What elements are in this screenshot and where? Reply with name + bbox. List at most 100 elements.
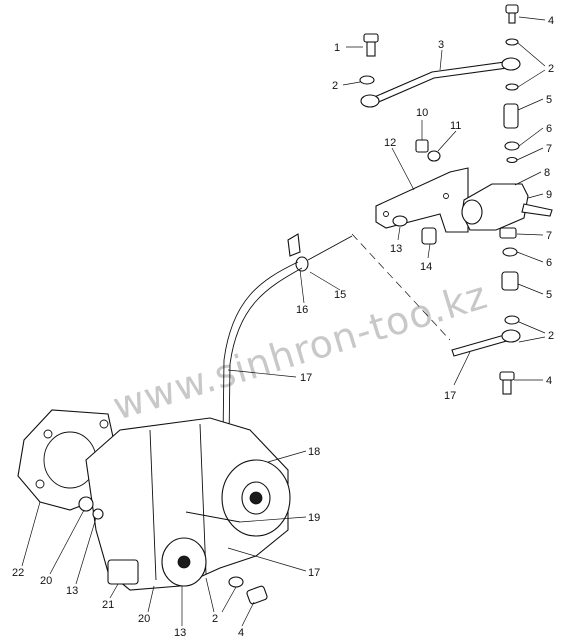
callout-7b: 7: [546, 230, 552, 242]
callout-3: 3: [438, 39, 444, 51]
bolt-4-top: [505, 4, 519, 24]
callout-13a: 13: [390, 243, 402, 255]
leader-17c: [227, 547, 307, 572]
watermark-text: www.sinhron-too.kz: [108, 273, 493, 429]
callout-17c: 17: [308, 567, 320, 579]
callout-19: 19: [308, 512, 320, 524]
gasket-hole-3: [35, 479, 45, 489]
banjo-bolt-1: [363, 33, 379, 57]
washer-6-top: [504, 141, 520, 151]
cable-end-rod: [307, 235, 353, 261]
leader-19: [239, 516, 307, 523]
callout-14: 14: [420, 261, 432, 273]
housing-seam-2: [199, 423, 207, 575]
leader-17a: [227, 369, 297, 378]
washer-13-bracket: [392, 215, 408, 227]
adapter-5-middle: [501, 271, 519, 291]
leader-6a: [518, 127, 544, 147]
callout-6a: 6: [546, 123, 552, 135]
leader-22: [21, 501, 41, 567]
cable-nut-15: [295, 256, 309, 272]
shaft-spline: [249, 491, 263, 505]
leader-13a: [397, 226, 401, 241]
callout-4a: 4: [548, 15, 554, 27]
callout-8: 8: [544, 167, 550, 179]
callout-7a: 7: [546, 143, 552, 155]
leader-20b: [147, 585, 155, 613]
centre-dash-line: [351, 233, 451, 341]
callout-16: 16: [296, 304, 308, 316]
callout-17a: 17: [300, 372, 312, 384]
leader-2a: [342, 81, 361, 86]
callout-2c: 2: [548, 63, 554, 75]
leader-7b: [516, 233, 544, 236]
washer-2-top-right-b: [505, 83, 519, 91]
adapter-21: [107, 559, 139, 585]
leader-21: [109, 583, 119, 599]
tube-3: [371, 61, 508, 105]
tube-17-lower: [451, 333, 511, 357]
leader-20a: [49, 509, 85, 575]
gasket-hole-2: [99, 419, 109, 429]
callout-22: 22: [12, 567, 24, 579]
leader-8: [514, 171, 542, 186]
leader-18: [267, 450, 307, 463]
rod-19: [185, 511, 241, 523]
callout-9: 9: [546, 189, 552, 201]
leader-17b: [453, 351, 471, 386]
washer-2-top-right-a: [505, 38, 519, 46]
gasket-hole-1: [43, 429, 53, 439]
washer-2-bottom: [228, 576, 244, 588]
leader-2d: [518, 321, 546, 343]
banjo-fitting-lower: [501, 329, 521, 343]
adapter-5-top: [503, 103, 519, 129]
leader-14: [427, 243, 431, 259]
leader-4a: [518, 16, 546, 21]
cable-16-inner: [227, 267, 303, 521]
callout-6b: 6: [546, 257, 552, 269]
callout-15: 15: [334, 289, 346, 301]
callout-17b: 17: [444, 390, 456, 402]
sleeve-14: [421, 227, 437, 245]
callout-21: 21: [102, 599, 114, 611]
leader-16: [299, 269, 305, 304]
leader-15: [309, 271, 341, 291]
leader-11: [437, 130, 457, 152]
nut-10: [415, 139, 429, 153]
cable-16: [221, 261, 299, 521]
callout-4b: 4: [546, 375, 552, 387]
leader-4c: [241, 601, 255, 627]
callout-2d: 2: [548, 330, 554, 342]
leader-12: [391, 147, 415, 191]
callout-5b: 5: [546, 289, 552, 301]
housing-seam-1: [149, 429, 157, 581]
leader-2e: [205, 577, 237, 613]
washer-2-top-left: [359, 75, 375, 85]
callout-13b: 13: [66, 585, 78, 597]
callout-5a: 5: [546, 94, 552, 106]
leader-6b: [516, 251, 544, 263]
leader-9: [527, 193, 544, 199]
cable-clamp-16: [287, 233, 301, 257]
washer-13-housing: [92, 508, 104, 520]
leader-3: [439, 49, 443, 71]
leader-2c: [517, 42, 546, 88]
bracket-12: [375, 167, 469, 233]
bolt-9: [521, 203, 553, 217]
banjo-fitting-left: [360, 94, 380, 108]
bolt-4-bottom: [246, 585, 268, 605]
bracket-hole-a: [383, 211, 389, 217]
leader-5a: [517, 98, 544, 111]
valve-end-cap: [461, 199, 483, 225]
callout-18: 18: [308, 446, 320, 458]
callout-1: 1: [334, 42, 340, 54]
washer-2-lower-right: [504, 315, 520, 325]
callout-10: 10: [416, 107, 428, 119]
washer-6-middle: [502, 247, 518, 257]
callout-12: 12: [384, 137, 396, 149]
callout-20b: 20: [138, 613, 150, 625]
callout-20a: 20: [40, 575, 52, 587]
callout-2a: 2: [332, 80, 338, 92]
fitting-7-middle: [499, 227, 517, 239]
